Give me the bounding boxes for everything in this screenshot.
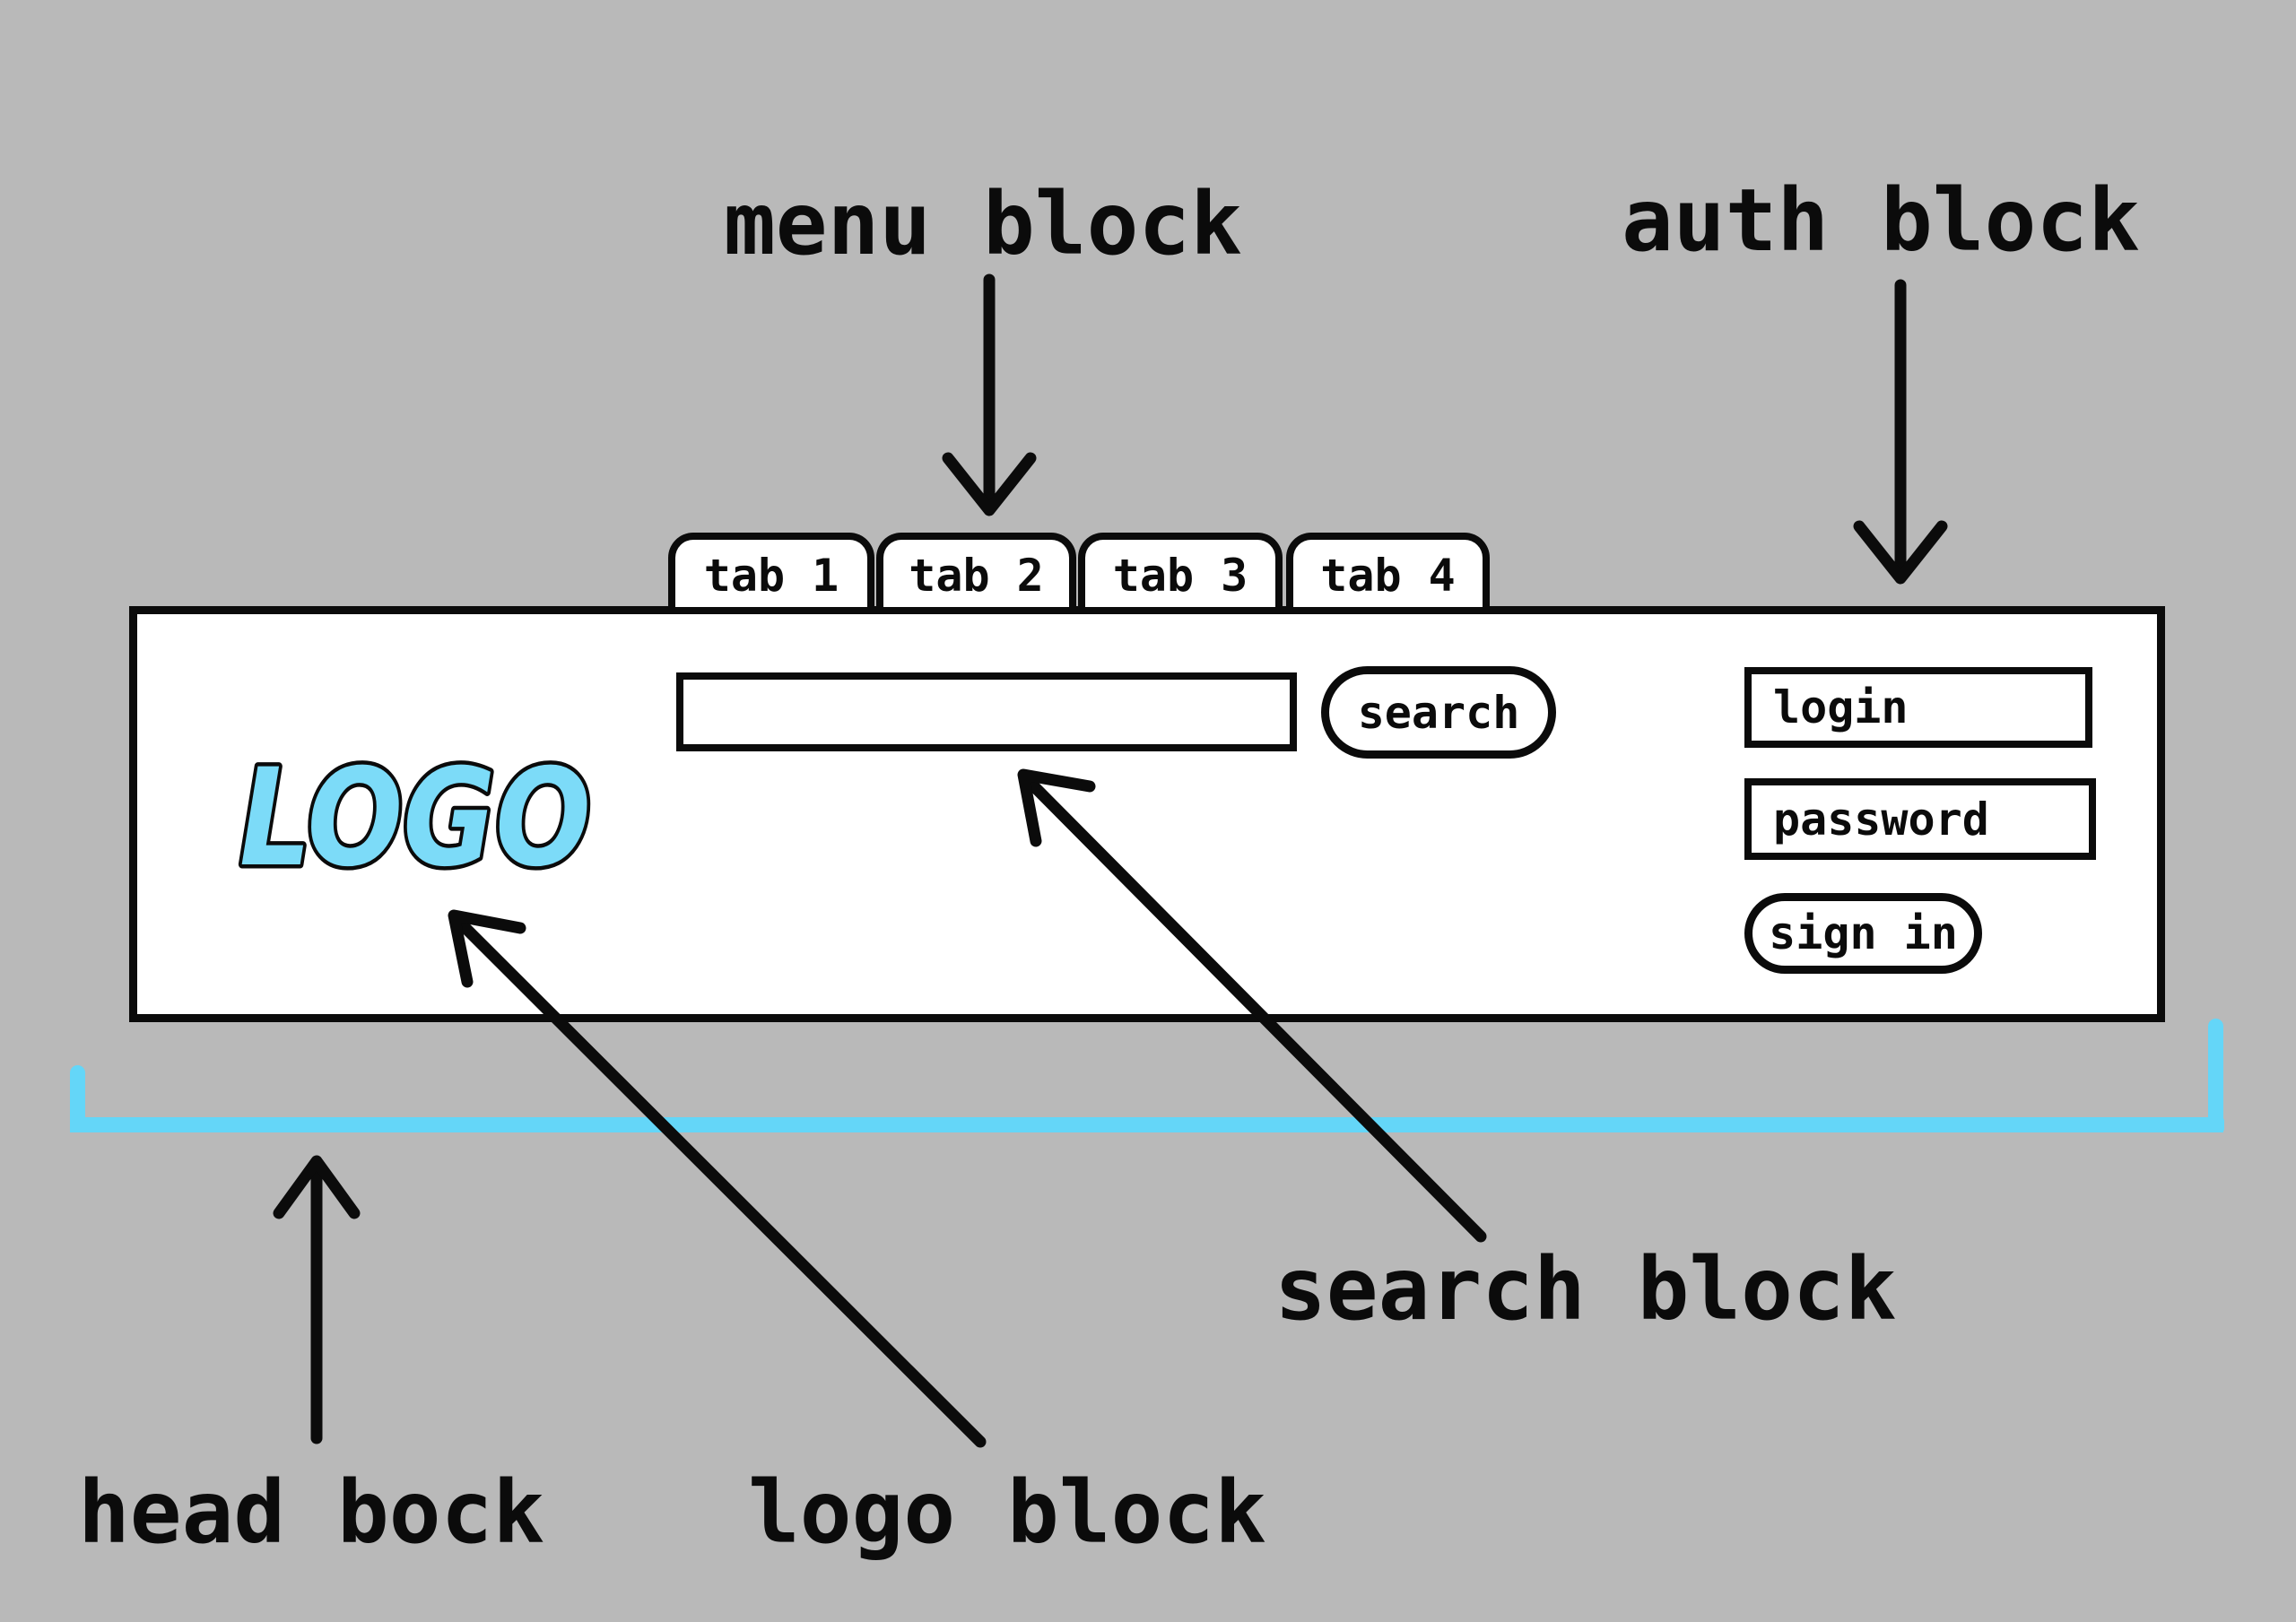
head-bracket-right-tick — [2208, 1019, 2223, 1132]
tab-3-label: tab 3 — [1112, 549, 1248, 602]
menu-block-label: menu block — [724, 174, 1242, 274]
head-bracket-left-tick — [70, 1065, 85, 1132]
tab-2[interactable]: tab 2 — [876, 533, 1076, 607]
tab-1-label: tab 1 — [703, 549, 839, 602]
sign-in-button-label: sign in — [1769, 907, 1958, 959]
tab-4-label: tab 4 — [1320, 549, 1456, 602]
tab-3[interactable]: tab 3 — [1078, 533, 1283, 607]
tab-4[interactable]: tab 4 — [1286, 533, 1490, 607]
logo-block-label: logo block — [748, 1462, 1266, 1563]
search-input[interactable] — [676, 672, 1297, 751]
tab-2-label: tab 2 — [909, 549, 1044, 602]
password-field[interactable] — [1744, 778, 2096, 860]
search-button[interactable]: search — [1321, 666, 1556, 759]
menu-arrow — [942, 273, 1037, 516]
head-arrow — [273, 1155, 361, 1444]
logo: LOGO — [236, 737, 596, 901]
head-block-label: head bock — [78, 1462, 545, 1563]
tab-1[interactable]: tab 1 — [668, 533, 874, 607]
search-button-label: search — [1357, 686, 1520, 739]
login-field[interactable] — [1744, 667, 2092, 748]
search-block-label: search block — [1274, 1239, 1897, 1340]
auth-block-label: auth block — [1622, 170, 2140, 271]
sign-in-button[interactable]: sign in — [1744, 893, 1982, 974]
logo-text: LOGO — [239, 741, 591, 897]
auth-arrow — [1853, 279, 1948, 585]
head-bracket-bar — [70, 1117, 2224, 1132]
